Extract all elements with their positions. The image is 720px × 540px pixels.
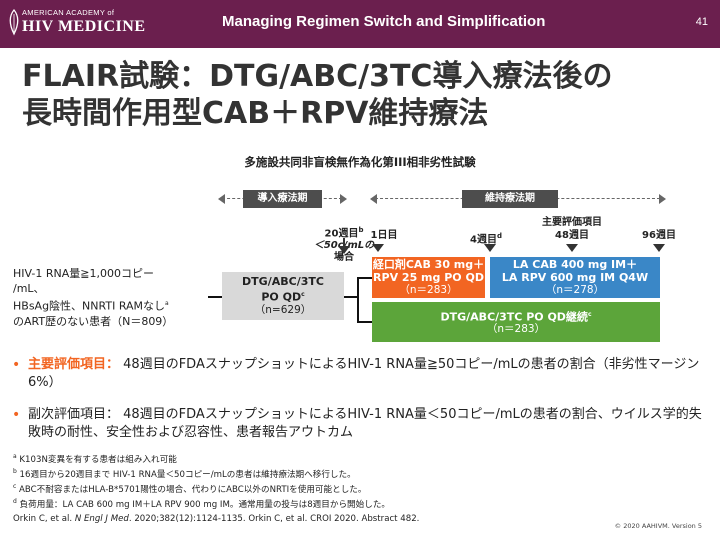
slide-title: FLAIR試験：DTG/ABC/3TC導入療法後の 長時間作用型CAB＋RPV維…	[22, 58, 712, 132]
reference: Orkin C, et al. N Engl J Med. 2020;382(1…	[13, 514, 420, 524]
long-acting-injection-box: LA CAB 400 mg IM＋ LA RPV 600 mg IM Q4W （…	[490, 257, 660, 298]
header-title: Managing Regimen Switch and Simplificati…	[222, 13, 546, 30]
day1-label: 1日目	[370, 230, 398, 241]
footnote-a: a K103N変異を有する患者は組み入れ可能	[13, 453, 177, 465]
week4-label: 4週目d	[470, 232, 502, 246]
leaf-icon	[9, 8, 19, 36]
bullet-dot: •	[12, 407, 21, 423]
oral-lead-in-box: 経口剤CAB 30 mg＋ RPV 25 mg PO QD （n＝283）	[372, 257, 485, 298]
secondary-endpoint-bullet: • 副次評価項目： 48週目のFDAスナップショットによるHIV-1 RNA量＜…	[12, 407, 702, 440]
study-subtitle: 多施設共同非盲検無作為化第III相非劣性試験	[244, 155, 476, 169]
induction-regimen-box: DTG/ABC/3TC PO QDc （n=629）	[222, 272, 344, 320]
page-number: 41	[695, 16, 708, 28]
week20-arrow-stem	[343, 238, 345, 246]
title-line-2: 長時間作用型CAB＋RPV維持療法	[22, 96, 489, 131]
connector-to-dtg-arm	[357, 321, 372, 323]
induction-arrow-left	[218, 194, 225, 204]
footnote-d: d 負荷用量：LA CAB 600 mg IM＋LA RPV 900 mg IM…	[13, 497, 391, 510]
maintenance-arrow-left	[370, 194, 377, 204]
week96-label: 96週目	[642, 230, 676, 241]
connector-to-cab-arm	[357, 277, 372, 279]
primary-endpoint-bullet: • 主要評価項目： 48週目のFDAスナップショットによるHIV-1 RNA量≧…	[12, 357, 700, 390]
logo-bottom-text: HIV MEDICINE	[22, 18, 146, 35]
split-connector-vertical	[357, 277, 359, 322]
aahivm-logo: AMERICAN ACADEMY of HIV MEDICINE	[9, 8, 146, 36]
bullet-dot: •	[12, 357, 21, 373]
logo-top-text: AMERICAN ACADEMY of	[22, 8, 115, 17]
induction-phase-label: 導入療法期	[243, 190, 322, 208]
week4-arrow	[484, 244, 496, 252]
continue-dtg-box: DTG/ABC/3TC PO QD継続c （n＝283）	[372, 302, 660, 342]
maintenance-arrow-right	[659, 194, 666, 204]
week48-label: 48週目	[555, 230, 589, 241]
patient-population: HIV-1 RNA量≧1,000コピー /mL、 HBsAg陰性、NNRTI R…	[13, 267, 174, 328]
maintenance-phase-label: 維持療法期	[462, 190, 558, 208]
footnote-c: c ABC不耐容またはHLA-B*5701陽性の場合、代わりにABC以外のNRT…	[13, 482, 367, 495]
title-line-1: FLAIR試験：DTG/ABC/3TC導入療法後の	[22, 59, 613, 94]
week20-arrow	[338, 246, 350, 254]
footnote-b: b 16週目から20週目まで HIV-1 RNA量＜50コピー/mLの患者は維持…	[13, 467, 356, 480]
induction-arrow-right	[340, 194, 347, 204]
footnotes: a K103N変異を有する患者は組み入れ可能 b 16週目から20週目まで HI…	[13, 451, 713, 510]
primary-endpoint-label: 主要評価項目	[542, 217, 602, 228]
population-connector	[208, 296, 222, 298]
week96-arrow	[653, 244, 665, 252]
week48-arrow	[566, 244, 578, 252]
split-connector-horizontal	[344, 296, 358, 298]
day1-arrow	[372, 244, 384, 252]
header-bar: AMERICAN ACADEMY of HIV MEDICINE Managin…	[0, 0, 720, 48]
copyright: © 2020 AAHIVM. Version 5	[614, 522, 702, 530]
